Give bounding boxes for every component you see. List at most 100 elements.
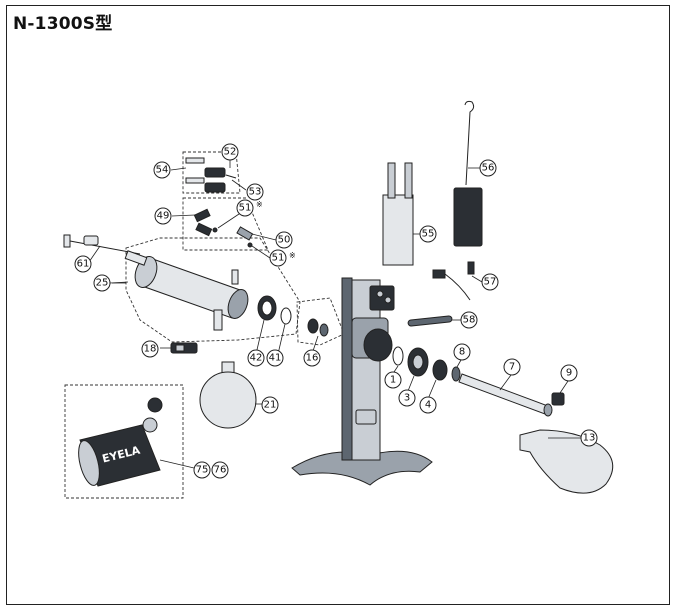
- sensor-box: [453, 187, 483, 247]
- callout-52: 52: [221, 143, 239, 161]
- fitting-49a: [193, 208, 211, 223]
- lead-42: [255, 319, 265, 355]
- svg-text:8: 8: [459, 347, 465, 358]
- group-outline-52: [182, 151, 241, 194]
- svg-text:42: 42: [250, 353, 263, 364]
- svg-text:51: 51: [272, 253, 285, 264]
- cover-75-76: EYELA: [78, 397, 163, 487]
- svg-text:9: 9: [566, 368, 572, 379]
- callout-57: 57: [481, 273, 499, 291]
- sensor-56: [453, 100, 483, 247]
- cable-57-wire: [444, 273, 471, 301]
- clip-9-body: [551, 392, 565, 406]
- leader-lines: [88, 160, 581, 469]
- stopcock-61: [63, 234, 141, 255]
- bracket-55: [382, 162, 414, 266]
- svg-text:75: 75: [196, 465, 209, 476]
- lead-53: [231, 179, 247, 191]
- svg-text:41: 41: [269, 353, 282, 364]
- callout-1: 1: [384, 371, 402, 389]
- lead-41: [277, 323, 286, 355]
- svg-text:7: 7: [509, 362, 515, 373]
- lead-51b: [251, 245, 271, 259]
- svg-text:50: 50: [278, 235, 291, 246]
- tool-58-body: [407, 315, 453, 327]
- svg-text:52: 52: [224, 147, 237, 158]
- oring-51a: [212, 227, 218, 233]
- asterisk-mark-51a: ※: [256, 200, 263, 209]
- gasket-41: [280, 307, 292, 325]
- callout-9: 9: [560, 364, 578, 382]
- condenser-end-right: [227, 289, 249, 319]
- callout-18: 18: [141, 340, 159, 358]
- callout-41: 41: [266, 349, 284, 367]
- callout-16: 16: [303, 349, 321, 367]
- control-panel: [369, 285, 395, 311]
- svg-text:76: 76: [214, 465, 227, 476]
- fittings-52-54: [185, 157, 237, 193]
- lead-1: [393, 365, 399, 373]
- bracket-plate: [382, 194, 414, 266]
- callout-4: 4: [419, 396, 437, 414]
- oring-51b: [247, 242, 253, 248]
- connector-57: [467, 261, 475, 275]
- rotor-hub: [363, 328, 393, 362]
- callout-55: 55: [419, 225, 437, 243]
- callout-56: 56: [479, 159, 497, 177]
- group-outline-49-50: [182, 197, 269, 251]
- svg-text:57: 57: [484, 277, 497, 288]
- svg-text:13: 13: [583, 433, 596, 444]
- fitting-52b: [204, 182, 226, 193]
- seal-8: [451, 366, 461, 382]
- callout-42: 42: [247, 349, 265, 367]
- group-outline-75: [64, 384, 184, 499]
- svg-text:16: 16: [306, 353, 319, 364]
- svg-text:58: 58: [463, 315, 476, 326]
- group-outline-16: [296, 297, 345, 346]
- lift-lever: [355, 409, 377, 425]
- clip-detail: [175, 344, 185, 352]
- sensor-cable: [464, 100, 475, 186]
- seal-3-hole: [412, 354, 424, 370]
- callout-53: 53: [246, 183, 264, 201]
- svg-text:21: 21: [264, 400, 277, 411]
- callout-54: 54: [153, 161, 171, 179]
- plug-57: [432, 269, 446, 279]
- control-knob-b: [384, 296, 392, 304]
- callout-76: 76: [211, 461, 229, 479]
- receiving-flask-21: [199, 361, 257, 429]
- lead-49: [171, 214, 196, 217]
- bracket-arm-left: [387, 162, 396, 199]
- fitting-52a: [204, 167, 226, 178]
- svg-text:51: 51: [239, 203, 252, 214]
- stopcock-body: [83, 235, 99, 246]
- callouts: 54 52 53 49 51 50 51 61 25 42 41 16 18 2…: [74, 143, 598, 479]
- group-outline-25: [125, 237, 301, 343]
- callout-61: 61: [74, 255, 92, 273]
- lead-57: [471, 275, 483, 283]
- ring-42-hole: [261, 300, 273, 316]
- svg-text:54: 54: [156, 165, 169, 176]
- asterisk-mark-51b: ※: [289, 251, 296, 260]
- clip-18: [170, 342, 198, 354]
- control-knob-a: [376, 290, 384, 298]
- vapor-duct-7: [458, 373, 553, 417]
- fittings-49-51: [193, 208, 254, 248]
- svg-text:1: 1: [390, 375, 396, 386]
- bracket-arm-right: [404, 162, 413, 199]
- fitting-50: [236, 226, 254, 241]
- evaporating-flask: [519, 429, 614, 494]
- clip-9: [551, 392, 565, 406]
- svg-text:25: 25: [96, 278, 109, 289]
- diagram-frame: [6, 5, 670, 605]
- condenser-tube-top: [124, 250, 148, 266]
- fitting-54a: [185, 157, 205, 164]
- lead-54: [170, 167, 187, 171]
- seal-16b: [319, 323, 329, 337]
- svg-text:4: 4: [425, 400, 431, 411]
- lead-7: [499, 374, 512, 391]
- callout-13: 13: [580, 429, 598, 447]
- vapor-duct-tip: [543, 403, 553, 417]
- callout-75: 75: [193, 461, 211, 479]
- lead-3: [407, 375, 415, 392]
